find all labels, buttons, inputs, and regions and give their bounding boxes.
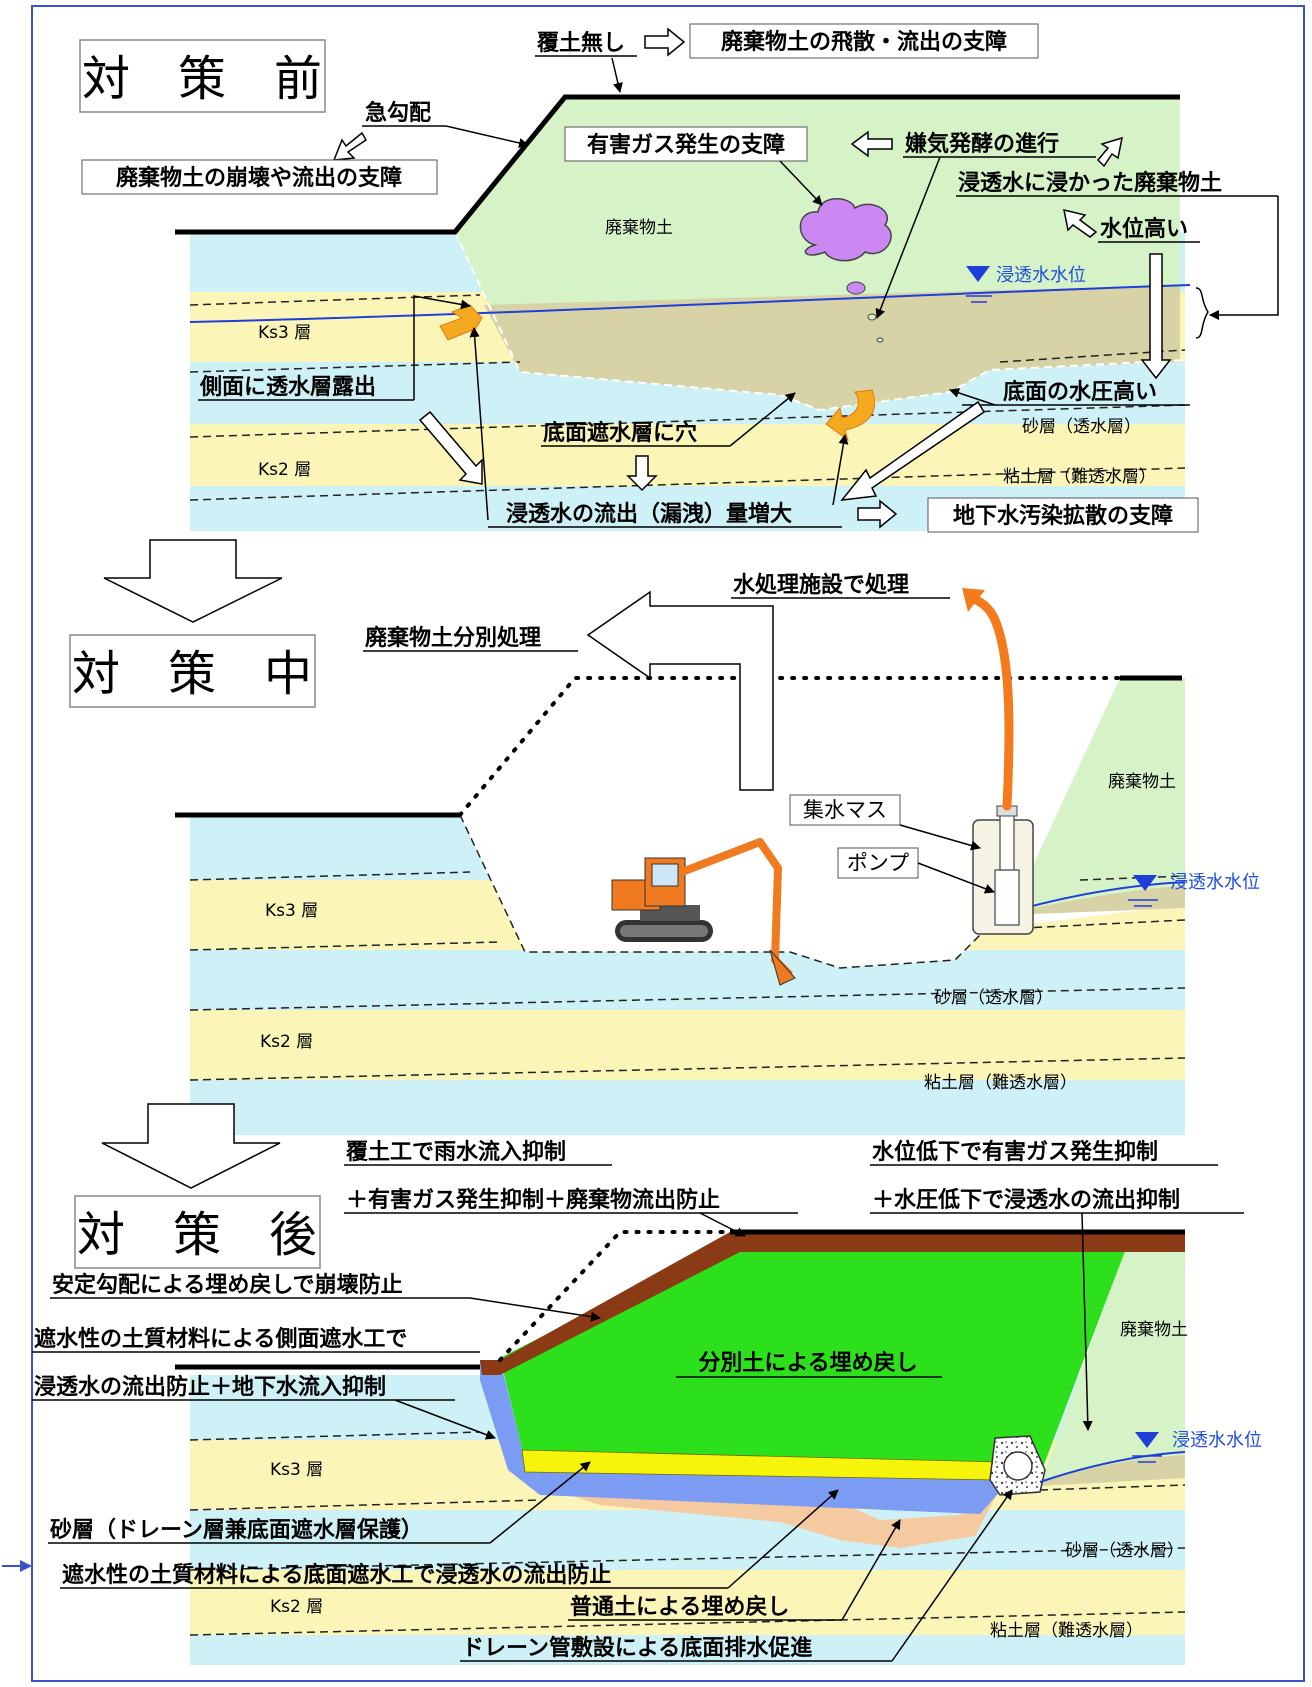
label-backfill: 分別土による埋め戻し: [698, 1350, 917, 1376]
label-hole: 底面遮水層に穴: [543, 420, 697, 446]
water-level-line: [189, 284, 1191, 323]
ground-surface: [175, 94, 1180, 235]
label-cover1: 覆土工で雨水流入抑制: [345, 1139, 566, 1165]
label-sand-after: 砂層（透水層）: [1065, 1541, 1184, 1561]
label-bottom-pressure: 底面の水圧高い: [1003, 379, 1157, 405]
label-top-note: 覆土無し: [536, 30, 625, 56]
transition-arrow-1: [103, 539, 283, 623]
label-waste-during: 廃棄物土: [1108, 772, 1176, 792]
label-side-wall2: 浸透水の流出防止＋地下水流入抑制: [34, 1374, 386, 1400]
layer-boundaries: [189, 231, 1186, 501]
label-collect-basin: 集水マス: [803, 798, 887, 822]
label-ks3-after: Ks3 層: [270, 1460, 323, 1480]
label-pump: ポンプ: [847, 851, 909, 875]
label-steep-slope: 急勾配: [365, 100, 431, 126]
transition-arrow-2: [101, 1103, 281, 1189]
label-drain-pipe: ドレーン管敷設による底面排水促進: [462, 1635, 812, 1661]
layer-ks2: [190, 424, 1185, 486]
label-ks2-before: Ks2 層: [258, 460, 311, 480]
waste-remaining: [1010, 678, 1185, 915]
gas-bubble: [876, 337, 884, 343]
label-sand-during: 砂層（透水層）: [934, 988, 1053, 1008]
hollow-arrow-down: [1140, 253, 1172, 380]
hollow-arrow: [644, 27, 686, 57]
label-anaerobic: 嫌気発酵の進行: [905, 131, 1059, 157]
hollow-arrow-diag: [840, 400, 986, 501]
gas-cloud: [799, 198, 892, 262]
hollow-arrow: [1096, 136, 1123, 168]
excavator-icon: [611, 838, 796, 986]
label-groundwater: 地下水汚染拡散の支障: [953, 503, 1173, 529]
gas-bubble: [846, 281, 866, 295]
label-water-treat: 水処理施設で処理: [733, 572, 909, 598]
label-collapse: 廃棄物土の崩壊や流出の支障: [116, 165, 402, 191]
backfill-body: [500, 1238, 1130, 1475]
hollow-arrow: [1063, 208, 1098, 238]
label-bottom-wall: 遮水性の土質材料による底面遮水工で浸透水の流出防止: [62, 1562, 611, 1588]
label-water-level-during: 浸透水水位: [1170, 872, 1260, 893]
label-water-level-before: 浸透水水位: [996, 265, 1086, 286]
label-top-note-result: 廃棄物土の飛散・流出の支障: [721, 29, 1007, 55]
label-ks3-before: Ks3 層: [258, 323, 311, 343]
label-lower2: ＋水圧低下で浸透水の流出抑制: [872, 1187, 1180, 1213]
hollow-arrow: [857, 499, 898, 529]
hollow-arrow-down: [626, 455, 658, 492]
separate-arrow: [586, 590, 774, 791]
label-sand-drain: 砂層（ドレーン層兼底面遮水層保護）: [50, 1517, 423, 1543]
hollow-arrow-diag: [418, 410, 483, 485]
label-cover2: ＋有害ガス発生抑制＋廃棄物流出防止: [346, 1187, 720, 1213]
label-ks2-after: Ks2 層: [270, 1597, 323, 1617]
label-separate: 廃棄物土分別処理: [365, 625, 541, 651]
title-after: 対 策 後: [77, 1207, 317, 1263]
bottom-leak-arrow: [825, 389, 876, 442]
label-clay-during: 粘土層（難透水層）: [924, 1073, 1077, 1093]
title-before: 対 策 前: [82, 51, 322, 107]
hollow-arrow: [850, 130, 893, 158]
outer-frame: [31, 5, 1305, 1682]
drain-pipe-icon: [989, 1435, 1046, 1496]
gas-bubble: [867, 313, 877, 321]
label-soaked: 浸透水に浸かった廃棄物土: [958, 170, 1222, 196]
normal-soil-fill: [540, 1485, 1000, 1548]
title-box-before: [79, 39, 326, 113]
title-during: 対 策 中: [72, 646, 312, 702]
label-ks3-during: Ks3 層: [265, 901, 318, 921]
label-water-level-after: 浸透水水位: [1172, 1430, 1262, 1451]
label-waste-before: 廃棄物土: [605, 218, 673, 238]
label-sand-before: 砂層（透水層）: [1022, 417, 1141, 437]
label-side-exposed: 側面に透水層露出: [199, 375, 376, 400]
label-outflow: 浸透水の流出（漏洩）量増大: [506, 501, 792, 527]
label-high-level: 水位高い: [1100, 216, 1188, 242]
label-stable: 安定勾配による埋め戻しで崩壊防止: [52, 1272, 403, 1298]
panel-during: 対 策 中 水処理施設で処理 廃棄物土分別処理 集水マス ポンプ 廃棄物土 浸透…: [69, 572, 1260, 1135]
soaked-waste: [484, 285, 1180, 410]
label-lower1: 水位低下で有害ガス発生抑制: [872, 1139, 1158, 1165]
pump-discharge-arrow: [965, 593, 1014, 811]
label-normal-soil: 普通土による埋め戻し: [570, 1594, 789, 1620]
label-gas: 有害ガス発生の支障: [587, 132, 785, 158]
label-waste-after: 廃棄物土: [1120, 1320, 1188, 1340]
label-clay-after: 粘土層（難透水層）: [990, 1621, 1143, 1641]
cover-soil: [480, 1232, 1185, 1375]
panel-after: 対 策 後 覆土工で雨水流入抑制 ＋有害ガス発生抑制＋廃棄物流出防止 水位低下で…: [32, 1139, 1262, 1665]
water-level-marker: [966, 266, 990, 282]
panel-before: 対 策 前 覆土無し 廃棄物土の飛散・流出の支障 急勾配 廃棄物土の崩壊や流出の…: [79, 23, 1279, 533]
label-side-wall1: 遮水性の土質材料による側面遮水工で: [34, 1326, 407, 1352]
collection-basin: [972, 805, 1034, 935]
label-clay-before: 粘土層（難透水層）: [1003, 467, 1156, 487]
hollow-arrow: [332, 131, 367, 161]
label-ks2-during: Ks2 層: [260, 1032, 313, 1052]
